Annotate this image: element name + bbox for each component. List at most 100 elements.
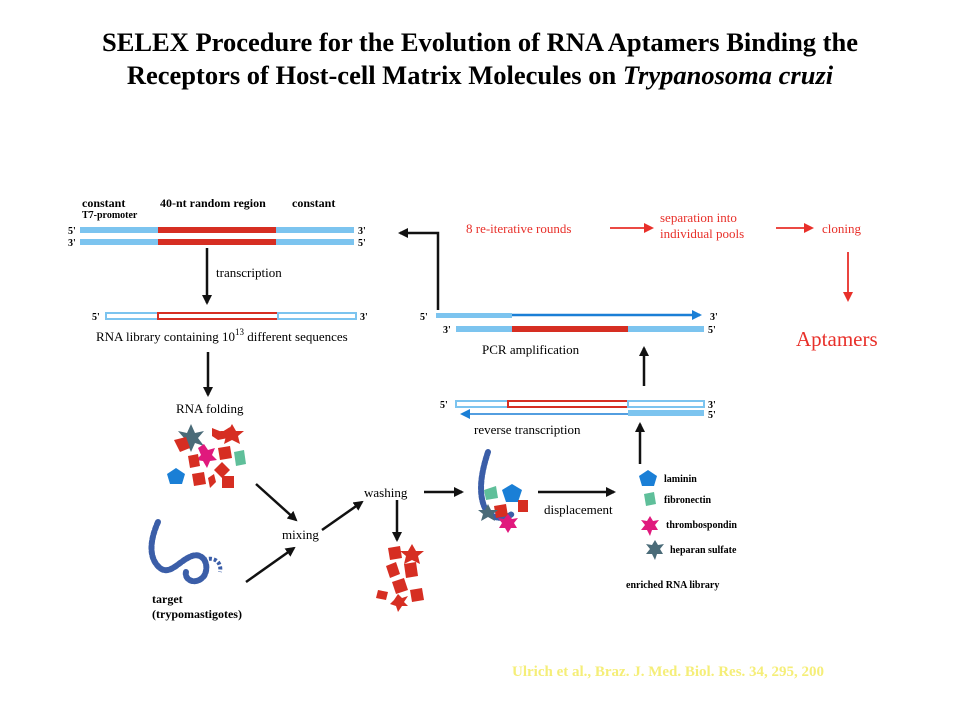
dna-bottom-random <box>158 239 276 245</box>
target-sublabel: (trypomastigotes) <box>152 607 242 621</box>
starburst-icon <box>478 504 498 521</box>
rt-rna-constant-left <box>455 400 509 408</box>
title-line-2: Receptors of Host-cell Matrix Molecules … <box>0 59 960 92</box>
pcr-top-3-end: 3' <box>710 312 718 323</box>
dna-bottom-5-end: 5' <box>358 238 366 249</box>
reverse-transcription-duplex: 5' 3' 5' <box>440 400 716 421</box>
separation-label: separation into <box>660 210 737 225</box>
pentagon-icon <box>167 468 185 484</box>
enriched-library-label: enriched RNA library <box>626 580 719 591</box>
rna-library-tail: different sequences <box>244 329 348 344</box>
legend-item-fibronectin: fibronectin <box>664 495 711 506</box>
star-icon <box>390 594 408 612</box>
rna-fold-shape <box>518 500 528 512</box>
rna-3-end: 3' <box>360 312 368 323</box>
cloning-label: cloning <box>822 221 861 236</box>
rna-constant-right <box>277 312 357 320</box>
pcr-bottom-3-end: 3' <box>443 325 451 336</box>
dna-top-constant-left <box>80 227 158 233</box>
rna-fold-shape <box>222 476 234 488</box>
constant-right-label: constant <box>292 196 335 210</box>
pentagon-icon <box>639 470 657 486</box>
rna-fold-shape <box>218 446 232 460</box>
legend-item-laminin: laminin <box>664 474 697 485</box>
target-to-mixing-arrow <box>245 546 296 584</box>
pcr-bottom-5-end: 5' <box>708 325 716 336</box>
rna-fold-shape <box>214 462 230 478</box>
page-title: SELEX Procedure for the Evolution of RNA… <box>0 26 960 92</box>
dna-top-random <box>158 227 276 233</box>
rt-bottom-5-end: 5' <box>708 410 716 421</box>
starburst-icon <box>498 514 518 533</box>
rna-fold-shape <box>174 437 190 452</box>
washed-away-cluster <box>376 544 424 612</box>
transcription-label: transcription <box>216 265 282 280</box>
dna-bottom-constant-left <box>80 239 158 245</box>
trypomastigote-icon <box>478 449 515 521</box>
target-label: target <box>152 592 183 606</box>
mixing-label: mixing <box>282 527 319 542</box>
dna-library: constant T7-promoter 40-nt random region… <box>68 196 366 249</box>
pcr-duplex: 5' 3' 3' 5' <box>420 310 718 336</box>
cycle-back-arrow <box>398 228 440 310</box>
pcr-top-constant <box>436 313 512 318</box>
star-icon <box>220 424 244 444</box>
reverse-transcription-label: reverse transcription <box>474 422 581 437</box>
starburst-icon <box>196 444 217 468</box>
trypomastigote-icon <box>148 519 210 585</box>
rna-constant-left <box>105 312 159 320</box>
rna-fold-shape <box>188 454 200 468</box>
starburst-icon <box>646 540 664 560</box>
displacement-label: displacement <box>544 502 613 517</box>
bound-complex <box>478 449 528 533</box>
rna-fold-shape <box>192 472 206 486</box>
dna-top-5-end: 5' <box>68 226 76 237</box>
pentagon-icon <box>502 484 522 502</box>
rt-top-3-end: 3' <box>708 400 716 411</box>
rt-top-5-end: 5' <box>440 400 448 411</box>
separation-sublabel: individual pools <box>660 226 744 241</box>
rna-folding-label: RNA folding <box>176 401 244 416</box>
pcr-bottom-constant-left <box>456 326 512 332</box>
target-trypanosome <box>148 519 223 585</box>
dna-bottom-3-end: 3' <box>68 238 76 249</box>
flag-icon <box>234 450 246 466</box>
legend: laminin fibronectin thrombospondin hepar… <box>639 470 737 560</box>
rna-fold-shape <box>494 504 508 518</box>
rna-to-mixing-arrow <box>255 483 298 522</box>
rt-rna-random <box>507 400 629 408</box>
folded-rna-cluster <box>167 424 246 488</box>
legend-item-heparan-sulfate: heparan sulfate <box>670 545 737 556</box>
rna-library: 5' 3' RNA library containing 1013 differ… <box>92 312 368 344</box>
starburst-icon <box>178 424 204 452</box>
rna-fold-shape <box>208 474 216 488</box>
star-icon <box>400 544 424 564</box>
rna-fold-shape <box>212 427 230 440</box>
constant-left-label: constant <box>82 196 125 210</box>
rna-fold-shape <box>404 562 418 578</box>
flag-icon <box>644 492 656 506</box>
washing-label: washing <box>364 485 408 500</box>
rna-fold-shape <box>388 546 402 560</box>
rt-rna-constant-right <box>627 400 705 408</box>
pcr-top-5-end: 5' <box>420 312 428 323</box>
dna-top-constant-right <box>276 227 354 233</box>
pcr-bottom-random <box>512 326 628 332</box>
pcr-bottom-constant-right <box>628 326 704 332</box>
mixing-to-washing-arrow <box>321 500 364 532</box>
title-line-2-text: Receptors of Host-cell Matrix Molecules … <box>126 60 623 90</box>
rna-library-label: RNA library containing 1013 different se… <box>96 327 348 344</box>
rounds-label: 8 re-iterative rounds <box>466 221 571 236</box>
rna-fold-shape <box>410 588 424 602</box>
title-organism: Trypanosoma cruzi <box>622 60 834 90</box>
rna-library-text: RNA library containing 10 <box>96 329 235 344</box>
rna-fold-shape <box>392 578 408 594</box>
legend-item-thrombospondin: thrombospondin <box>666 520 737 531</box>
aptamers-label: Aptamers <box>796 327 878 351</box>
rna-5-end: 5' <box>92 312 100 323</box>
dna-bottom-constant-right <box>276 239 354 245</box>
flagellum-icon <box>203 556 223 573</box>
rna-fold-shape <box>386 562 400 578</box>
rna-library-exponent: 13 <box>235 327 245 337</box>
